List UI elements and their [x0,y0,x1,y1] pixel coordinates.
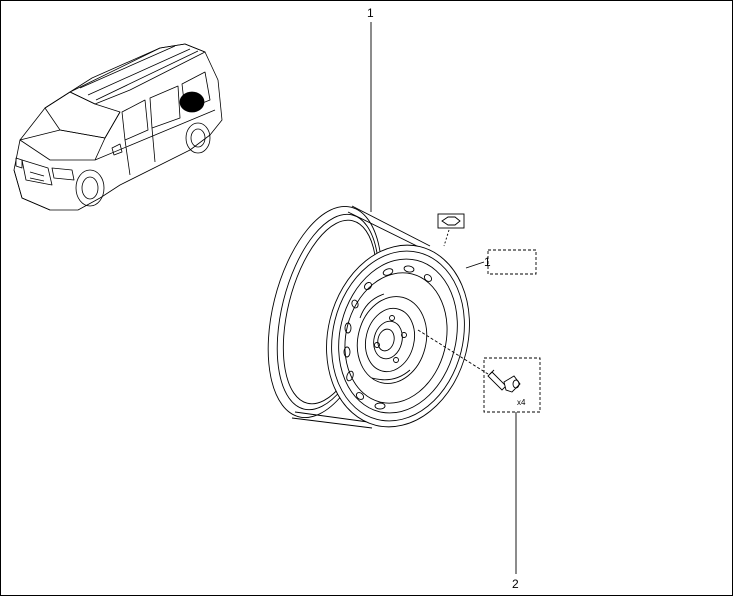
bolt-callout-number: 2 [512,577,519,591]
bolt-quantity: x4 [517,398,526,407]
rim-callout-number: 1 [367,6,374,20]
valve-label-box [437,213,465,247]
vehicle-thumbnail [13,43,223,211]
wheel-rim [267,205,470,429]
wheel-bolt-group [417,329,541,413]
reference-box-1 [465,249,537,275]
vent-slots [343,265,433,410]
reference-callout: 1 [484,255,491,269]
leader-lines [370,22,517,574]
